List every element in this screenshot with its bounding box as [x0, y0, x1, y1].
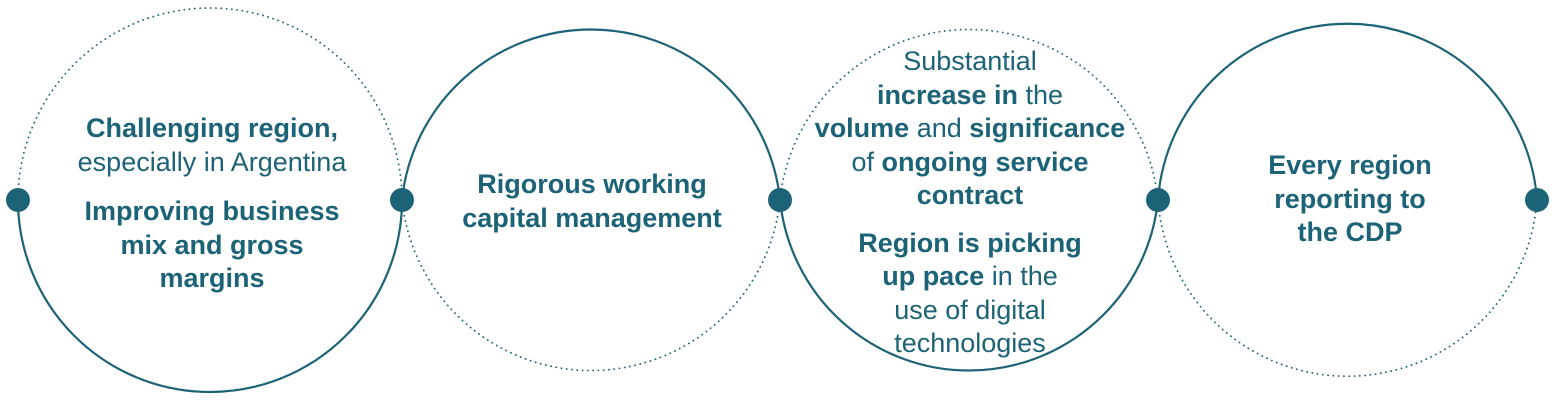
circle-3-bottom-arc	[778, 199, 1160, 372]
regular-text: and	[909, 113, 970, 143]
text-line: mix and gross	[78, 229, 347, 263]
circle-1-bottom-arc	[16, 199, 404, 394]
circle-3-top-arc	[779, 28, 1159, 201]
text-line: the CDP	[1268, 216, 1432, 250]
bold-text: increase in	[876, 79, 1019, 110]
bold-text: reporting to	[1274, 183, 1426, 214]
text-line: Substantial	[815, 45, 1126, 79]
circle-1	[16, 7, 404, 394]
regular-text: use of digital	[894, 294, 1046, 325]
node-dot-4	[1146, 188, 1170, 212]
regular-text: the	[1018, 79, 1064, 110]
bold-text: volume	[814, 113, 910, 143]
bold-text: significance	[969, 113, 1126, 143]
circle-1-text: Challenging region,especially in Argenti…	[78, 112, 347, 296]
bold-text: up pace	[882, 261, 985, 291]
node-dot-2	[390, 188, 414, 212]
text-line: Challenging region,	[78, 112, 347, 146]
bold-text: contract	[916, 180, 1024, 210]
bold-text: Every region	[1268, 150, 1432, 180]
text-line: contract	[815, 179, 1126, 213]
bold-text: Rigorous working	[477, 169, 707, 199]
bold-text: ongoing service	[881, 146, 1089, 177]
circle-2-top-arc	[400, 28, 782, 201]
bold-text: Improving business	[84, 196, 340, 226]
node-dot-1	[6, 188, 30, 212]
text-line: especially in Argentina	[78, 146, 347, 180]
circle-4-top-arc	[1156, 22, 1539, 201]
node-dot-5	[1525, 188, 1549, 212]
regular-text: especially in Argentina	[77, 146, 347, 177]
text-line: margins	[78, 262, 347, 296]
text-block: Challenging region,especially in Argenti…	[78, 112, 347, 179]
text-line: reporting to	[1268, 183, 1432, 217]
text-line: up pace in the	[815, 260, 1126, 294]
bold-text: Challenging region,	[85, 113, 339, 143]
bold-text: capital management	[462, 202, 722, 233]
bold-text: margins	[159, 263, 265, 293]
regular-text: of	[851, 146, 882, 177]
bold-text: the CDP	[1297, 217, 1403, 247]
text-line: Every region	[1268, 149, 1432, 183]
circle-2	[400, 28, 782, 372]
regular-text: Substantial	[903, 46, 1037, 76]
regular-text: technologies	[894, 328, 1046, 358]
text-line: Rigorous working	[462, 168, 722, 202]
regular-text: in the	[984, 261, 1058, 291]
text-line: Region is picking	[815, 227, 1126, 261]
circle-1-top-arc	[17, 7, 403, 201]
circle-2-bottom-arc	[401, 199, 781, 372]
circle-4	[1156, 22, 1539, 378]
text-line: increase in the	[815, 79, 1126, 113]
text-line: of ongoing service	[815, 146, 1126, 180]
node-dot-3	[768, 188, 792, 212]
text-line: Improving business	[78, 195, 347, 229]
circle-4-bottom-arc	[1157, 199, 1538, 378]
text-line: volume and significance	[815, 112, 1126, 146]
circle-3	[778, 28, 1160, 372]
text-line: use of digital	[815, 294, 1126, 328]
bold-text: Region is picking	[858, 227, 1082, 258]
text-line: technologies	[815, 327, 1126, 361]
bold-text: mix and gross	[120, 229, 304, 260]
text-line: capital management	[462, 202, 722, 236]
